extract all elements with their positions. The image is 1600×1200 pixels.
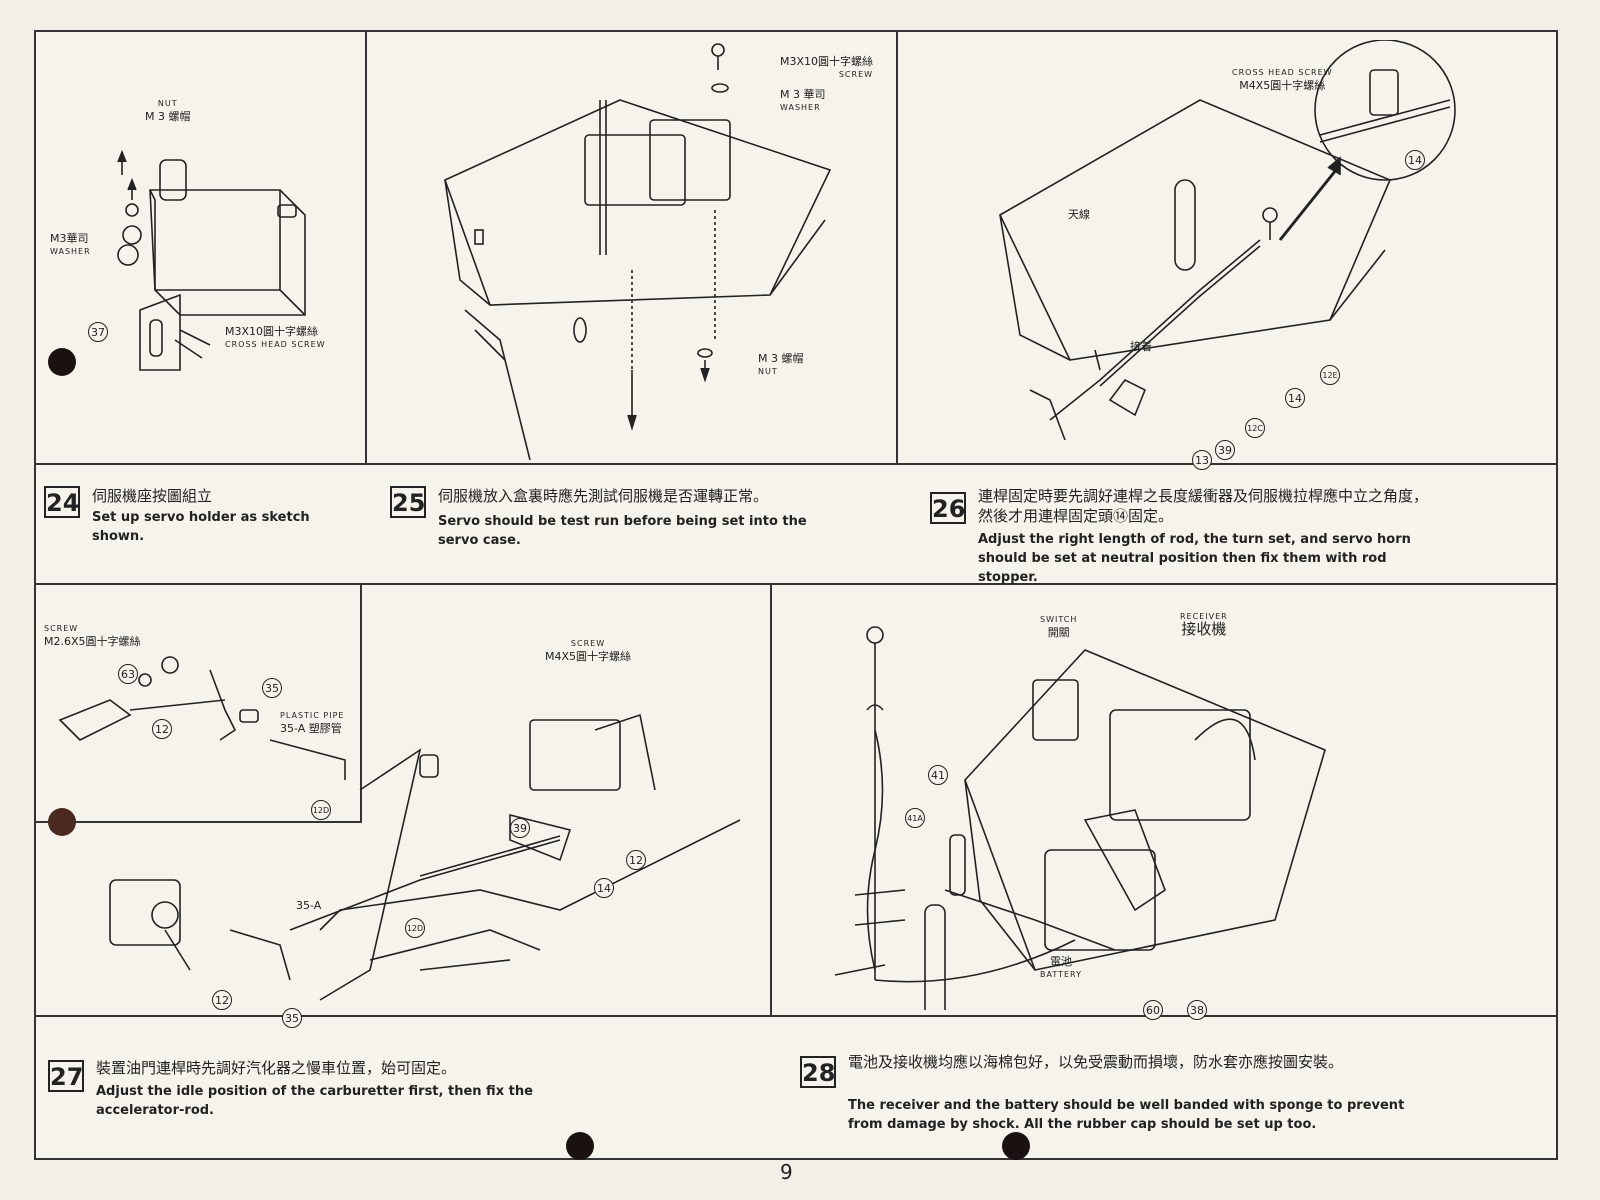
- step28-battery-label: 電池 BATTERY: [1040, 955, 1082, 979]
- step27-caption: 27 裝置油門連桿時先調好汽化器之慢車位置，始可固定。 Adjust the i…: [48, 1058, 748, 1128]
- step27-screw2-label: SCREW M4X5圓十字螺絲: [545, 639, 632, 663]
- step24-caption-en: Set up servo holder as sketch shown.: [92, 510, 310, 544]
- step26-part-39: 39: [1215, 440, 1235, 460]
- binder-hole: [48, 348, 76, 376]
- binder-hole: [1002, 1132, 1030, 1160]
- step28-caption-zh: 電池及接收機均應以海棉包好，以免受震動而損壞，防水套亦應按圖安裝。: [848, 1053, 1344, 1071]
- step27-part-35a-label: 35-A: [296, 899, 322, 912]
- page-number: 9: [780, 1160, 793, 1184]
- step27-part-12d: 12D: [405, 918, 425, 938]
- rod-linkage-drawing: [998, 40, 1456, 441]
- step28-part-41a: 41A: [905, 808, 925, 828]
- step24-caption: 24 伺服機座按圖組立 Set up servo holder as sketc…: [44, 486, 364, 566]
- binder-hole: [566, 1132, 594, 1160]
- throttle-linkage-drawing: [58, 656, 741, 1001]
- step25-nut-label: M 3 螺帽 NUT: [758, 352, 804, 376]
- step28-part-41: 41: [928, 765, 948, 785]
- step24-screw-label: M3X10圓十字螺絲 CROSS HEAD SCREW: [225, 325, 326, 349]
- divider-col1: [365, 30, 367, 464]
- step27-part-63: 63: [118, 664, 138, 684]
- step26-screw-label: CROSS HEAD SCREW M4X5圓十字螺絲: [1232, 68, 1333, 92]
- step25-illustration: [370, 40, 894, 460]
- step25-screw-label: M3X10圓十字螺絲 SCREW: [780, 55, 874, 79]
- step25-caption-zh: 伺服機放入盒裏時應先測試伺服機是否運轉正常。: [438, 487, 769, 505]
- step25-number: 25: [390, 486, 426, 518]
- step26-illustration: [900, 40, 1550, 460]
- step27-caption-en: Adjust the idle position of the carburet…: [96, 1084, 533, 1118]
- divider-row1-bottom: [34, 463, 1558, 465]
- servo-holder-drawing: [117, 149, 306, 371]
- receiver-battery-drawing: [834, 626, 1326, 1010]
- step26-caption: 26 連桿固定時要先調好連桿之長度緩衝器及伺服機拉桿應中立之角度，然後才用連桿固…: [930, 486, 1550, 585]
- step28-part-38: 38: [1187, 1000, 1207, 1020]
- step27-part-12: 12: [626, 850, 646, 870]
- step26-part-14b: 14: [1285, 388, 1305, 408]
- step27-part-12-inset: 12: [152, 719, 172, 739]
- step26-part-13: 13: [1192, 450, 1212, 470]
- step24-number: 24: [44, 486, 80, 518]
- step26-part-12c: 12C: [1245, 418, 1265, 438]
- step27-screw-label: SCREW M2.6X5圓十字螺絲: [44, 624, 141, 648]
- step28-caption: 28 電池及接收機均應以海棉包好，以免受震動而損壞，防水套亦應按圖安裝。 The…: [800, 1052, 1540, 1142]
- divider-row2-bottom: [34, 1015, 1558, 1017]
- step26-number: 26: [930, 492, 966, 524]
- step28-number: 28: [800, 1056, 836, 1088]
- step24-part-37: 37: [88, 322, 108, 342]
- step27-part-12d-inset: 12D: [311, 800, 331, 820]
- step25-caption: 25 伺服機放入盒裏時應先測試伺服機是否運轉正常。 Servo should b…: [390, 486, 890, 566]
- step26-connect-label: 接着: [1130, 340, 1152, 353]
- step27-part-39: 39: [510, 818, 530, 838]
- step27-part-35a: 35: [262, 678, 282, 698]
- step28-caption-en: The receiver and the battery should be w…: [848, 1098, 1405, 1132]
- step24-caption-zh: 伺服機座按圖組立: [92, 487, 213, 505]
- step27-number: 27: [48, 1060, 84, 1092]
- step27-illustration: [40, 590, 765, 1010]
- step27-part-12b: 12: [212, 990, 232, 1010]
- step27-part-35: 35: [282, 1008, 302, 1028]
- step24-nut-label: NUT M 3 螺帽: [145, 99, 191, 123]
- step27-caption-zh: 裝置油門連桿時先調好汽化器之慢車位置，始可固定。: [96, 1059, 457, 1077]
- step25-washer-label: M 3 華司 WASHER: [780, 88, 826, 112]
- step26-part-12e: 12E: [1320, 365, 1340, 385]
- step24-washer-label: M3華司 WASHER: [50, 232, 91, 256]
- step26-antenna-label: 天線: [1068, 208, 1090, 221]
- servo-case-drawing: [443, 43, 832, 460]
- step27-part-14: 14: [594, 878, 614, 898]
- step24-illustration: [40, 40, 360, 460]
- step28-switch-label: SWITCH 開關: [1040, 615, 1078, 639]
- step26-caption-zh: 連桿固定時要先調好連桿之長度緩衝器及伺服機拉桿應中立之角度，然後才用連桿固定頭⑭…: [978, 487, 1429, 525]
- divider-col2: [896, 30, 898, 464]
- step27-pipe-label: PLASTIC PIPE 35-A 塑膠管: [280, 711, 345, 735]
- step25-caption-en: Servo should be test run before being se…: [438, 514, 807, 548]
- step28-receiver-label: RECEIVER 接收機: [1180, 612, 1228, 638]
- divider-caption1-bottom: [34, 583, 1558, 585]
- inset-box: [34, 583, 362, 823]
- step28-part-60: 60: [1143, 1000, 1163, 1020]
- step26-part-14a: 14: [1405, 150, 1425, 170]
- step28-illustration: [775, 590, 1553, 1010]
- step26-caption-en: Adjust the right length of rod, the turn…: [978, 532, 1411, 585]
- divider-row2-col: [770, 583, 772, 1016]
- binder-hole: [48, 808, 76, 836]
